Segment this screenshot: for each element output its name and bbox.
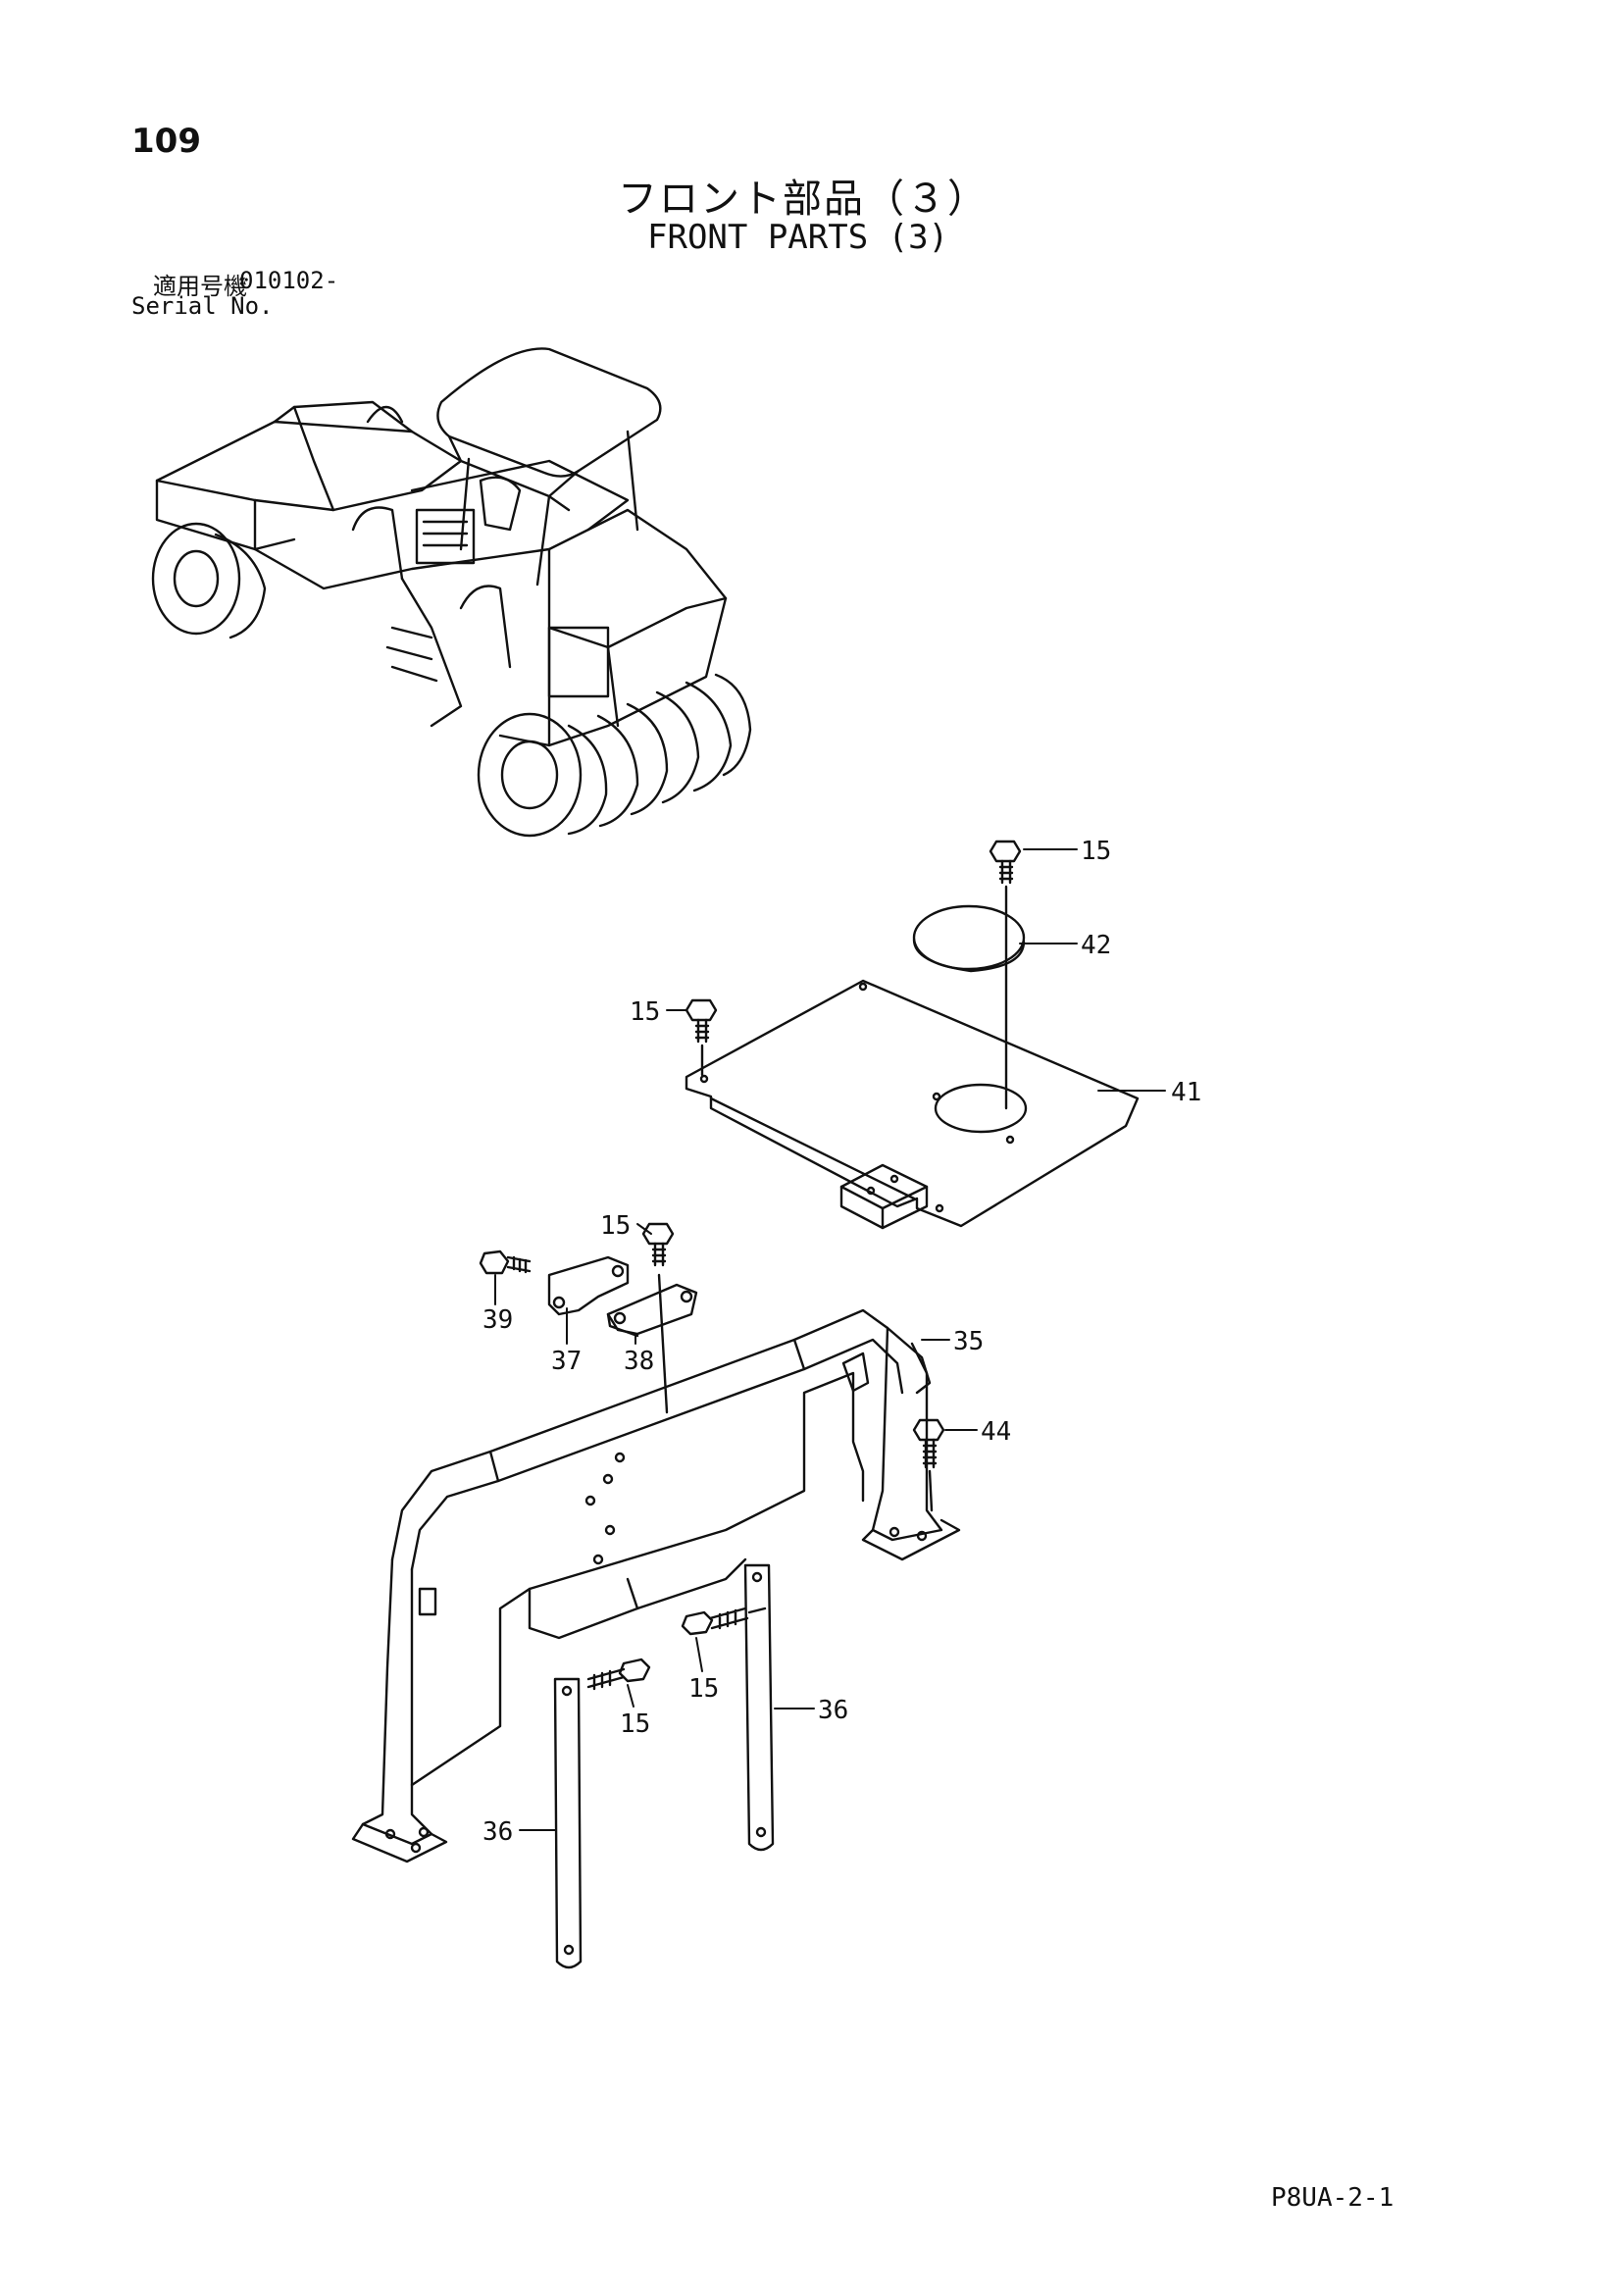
serial-label-japanese: 適用号機 [153, 273, 247, 300]
bolt-15-hinge [641, 1222, 675, 1414]
callout-15: 15 [1081, 837, 1111, 866]
serial-number: 010102- [239, 267, 339, 294]
cover-plate-41 [685, 979, 1140, 1230]
callout-15: 15 [620, 1709, 650, 1739]
callout-37: 37 [551, 1347, 582, 1376]
hinge-plate-37 [547, 1255, 630, 1316]
bolt-15-lower-right [681, 1607, 767, 1636]
callout-15: 15 [630, 997, 660, 1027]
callout-42: 42 [1081, 931, 1111, 960]
callout-41: 41 [1171, 1078, 1201, 1107]
callout-36: 36 [482, 1817, 513, 1847]
strap-36-left [553, 1677, 583, 1969]
callout-15: 15 [688, 1674, 719, 1704]
callout-38: 38 [624, 1347, 654, 1376]
callout-numbers: 15 42 15 41 15 39 37 38 35 44 15 15 36 3… [482, 837, 1201, 1847]
strap-36-right [743, 1563, 775, 1852]
bolt-15-lower-left [586, 1658, 651, 1691]
document-code: P8UA-2-1 [1271, 2183, 1395, 2213]
callout-44: 44 [981, 1417, 1011, 1447]
frame-35 [351, 1308, 961, 1863]
machine-illustration [151, 347, 752, 838]
leader-lines [494, 848, 1166, 1831]
hinge-plate-38 [606, 1283, 698, 1338]
bolt-44 [912, 1418, 945, 1512]
callout-39: 39 [482, 1305, 513, 1335]
page-number: 109 [131, 122, 201, 161]
callout-36: 36 [818, 1696, 848, 1725]
bolt-15-top [989, 840, 1022, 1110]
serial-label-english: Serial No. [131, 292, 274, 320]
callout-35: 35 [953, 1327, 984, 1356]
page-title-english: FRONT PARTS (3) [647, 218, 949, 257]
page-title-japanese: フロント部品（３） [618, 177, 989, 222]
bolt-39 [479, 1250, 532, 1275]
disc-cover-42 [912, 904, 1026, 973]
callout-15: 15 [600, 1211, 631, 1241]
